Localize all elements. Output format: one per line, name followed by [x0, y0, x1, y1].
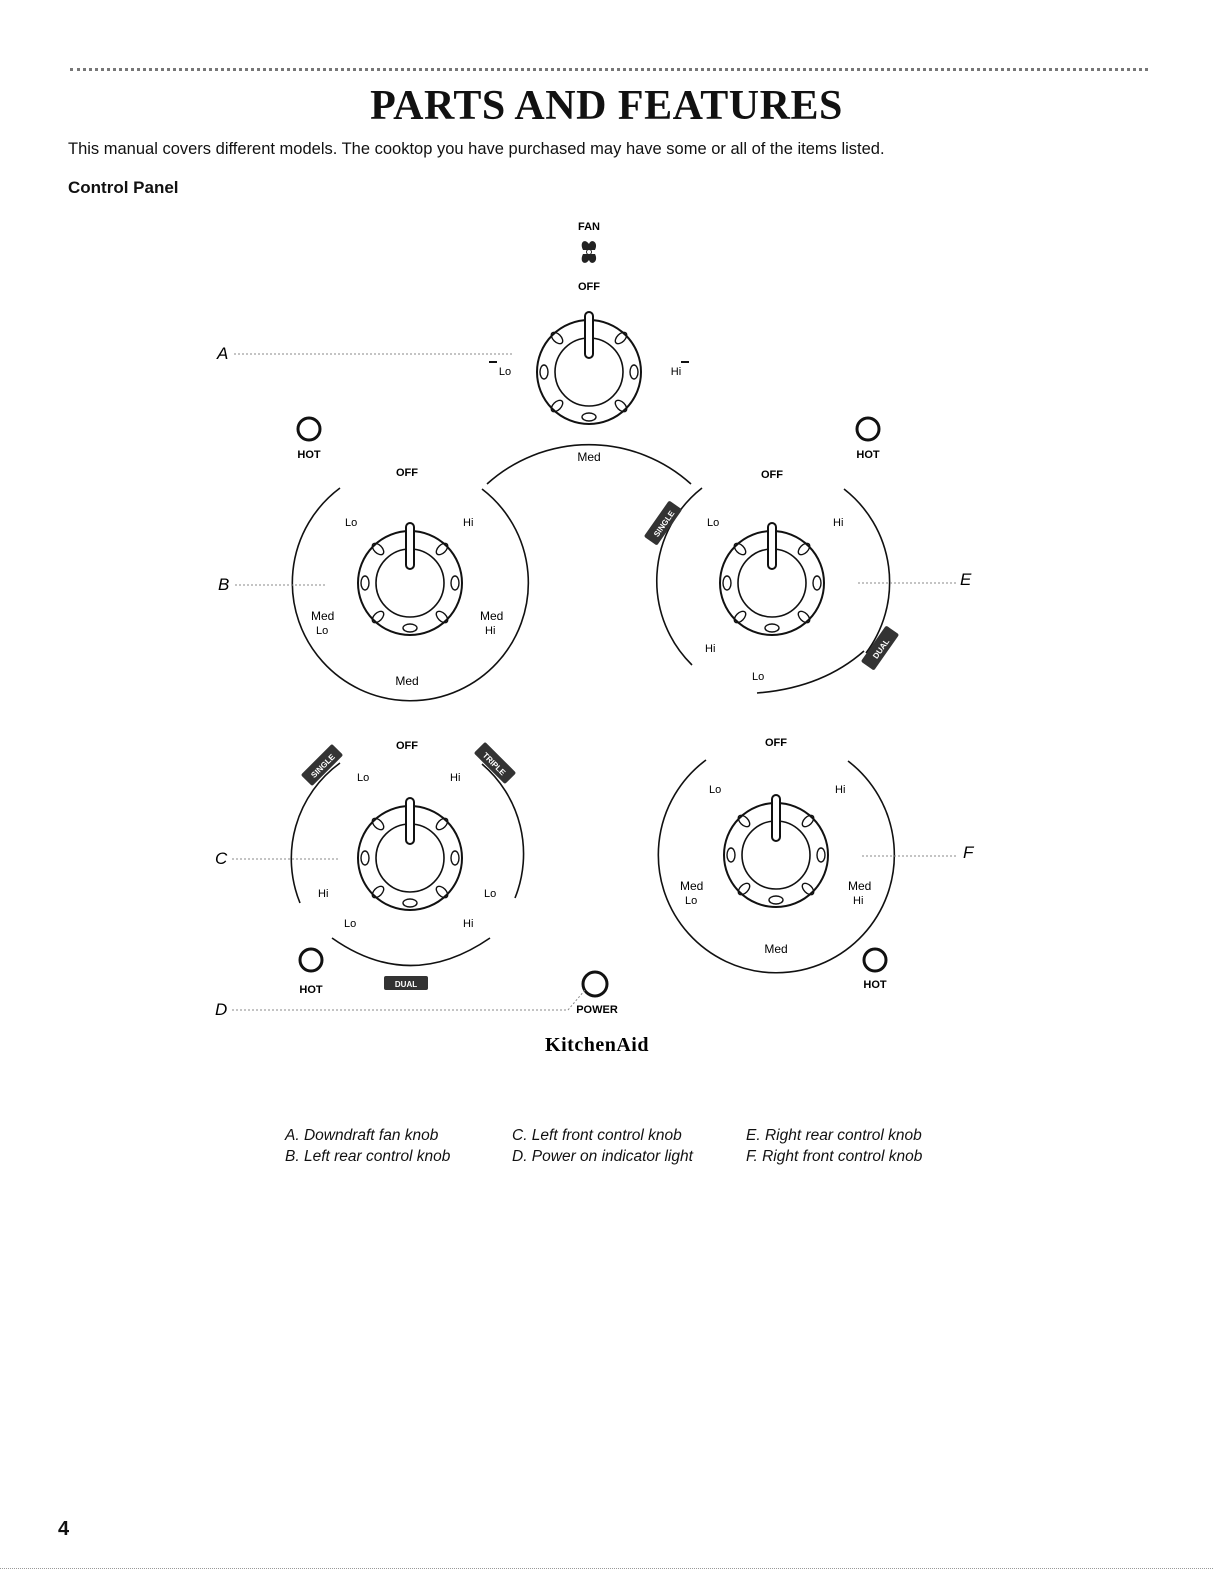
knob-b-lo-label: Lo: [345, 517, 357, 529]
knob-b-med-label: Med: [395, 674, 418, 688]
knob-a-lo-label: Lo: [499, 366, 511, 378]
knob-e-single-badge: SINGLE: [644, 501, 682, 545]
page-number: 4: [58, 1518, 70, 1540]
knob-f-lo-label: Lo: [709, 784, 721, 796]
knob-e-dual-badge: DUAL: [861, 626, 899, 670]
svg-text:HOT: HOT: [863, 979, 887, 991]
svg-text:DUAL: DUAL: [395, 980, 417, 989]
knob-a[interactable]: [486, 311, 692, 485]
knob-e-hi-label: Hi: [833, 517, 843, 529]
page-title: PARTS AND FEATURES: [370, 83, 843, 129]
knob-f-off-label: OFF: [765, 737, 787, 749]
fan-icon: [581, 241, 597, 263]
knob-f-med-label: Med: [764, 942, 787, 956]
knob-a-med-label: Med: [577, 450, 600, 464]
knob-f-medhi-label-2: Hi: [853, 895, 863, 907]
callout-f: F: [963, 843, 975, 862]
knob-e-left-hi-label: Hi: [705, 643, 715, 655]
svg-text:HOT: HOT: [297, 449, 321, 461]
legend-item: D. Power on indicator light: [512, 1148, 693, 1165]
top-dotted-rule: [70, 68, 1148, 71]
knob-e-lo-label: Lo: [707, 517, 719, 529]
legend-col-3: E. Right rear control knob F. Right fron…: [746, 1125, 922, 1167]
legend-col-2: C. Left front control knob D. Power on i…: [512, 1125, 693, 1167]
knob-b-medhi-label-1: Med: [480, 609, 503, 623]
knob-c-off-label: OFF: [396, 740, 418, 752]
knob-c-bottom-hi-label: Hi: [463, 918, 473, 930]
knob-f-hi-label: Hi: [835, 784, 845, 796]
knob-c-hi-label: Hi: [450, 772, 460, 784]
power-indicator-light: [581, 970, 609, 998]
fan-label: FAN: [578, 221, 600, 233]
knob-c-right-lo-label: Lo: [484, 888, 496, 900]
knob-c-left-hi-label: Hi: [318, 888, 328, 900]
callout-b: B: [218, 575, 229, 594]
callout-e: E: [960, 570, 972, 589]
hot-indicator-right-front: HOT: [862, 947, 888, 991]
legend-item: E. Right rear control knob: [746, 1127, 922, 1144]
hot-indicator-right-rear: HOT: [855, 416, 881, 461]
legend-col-1: A. Downdraft fan knob B. Left rear contr…: [285, 1125, 450, 1167]
intro-text: This manual covers different models. The…: [68, 140, 885, 158]
callout-c: C: [215, 849, 228, 868]
leader-d: [232, 989, 586, 1011]
knob-a-hi-label: Hi: [671, 366, 681, 378]
knob-c-bottom-lo-label: Lo: [344, 918, 356, 930]
knob-f[interactable]: [657, 759, 896, 974]
knob-e-off-label: OFF: [761, 469, 783, 481]
knob-b-hi-label: Hi: [463, 517, 473, 529]
brand-logo: KitchenAid: [545, 1034, 649, 1056]
callout-a: A: [216, 344, 228, 363]
knob-e-bottom-lo-label: Lo: [752, 671, 764, 683]
knob-b-medlo-label-1: Med: [311, 609, 334, 623]
knob-c-lo-label: Lo: [357, 772, 369, 784]
knob-c[interactable]: [290, 762, 525, 967]
knob-e[interactable]: [655, 487, 891, 694]
power-label: POWER: [576, 1004, 618, 1016]
knob-f-medhi-label-1: Med: [848, 879, 871, 893]
svg-text:HOT: HOT: [856, 449, 880, 461]
knob-b[interactable]: [291, 487, 530, 702]
knob-b-medlo-label-2: Lo: [316, 625, 328, 637]
legend-item: B. Left rear control knob: [285, 1148, 451, 1165]
bottom-dotted-rule: [0, 1568, 1213, 1569]
knob-b-medhi-label-2: Hi: [485, 625, 495, 637]
callout-d: D: [215, 1000, 227, 1019]
section-heading: Control Panel: [68, 178, 179, 197]
legend-item: A. Downdraft fan knob: [285, 1127, 439, 1144]
control-panel-diagram: FAN OFF Lo Hi Med A HOT HOT OFF Lo Hi Me…: [215, 221, 975, 1056]
legend-item: F. Right front control knob: [746, 1148, 923, 1165]
hot-indicator-left-front: HOT: [298, 947, 324, 996]
legend-item: C. Left front control knob: [512, 1127, 682, 1144]
knob-f-medlo-label-1: Med: [680, 879, 703, 893]
knob-b-off-label: OFF: [396, 467, 418, 479]
knob-a-off-label: OFF: [578, 281, 600, 293]
hot-indicator-left-rear: HOT: [296, 416, 322, 461]
knob-f-medlo-label-2: Lo: [685, 895, 697, 907]
knob-c-dual-badge: DUAL: [384, 976, 428, 990]
svg-text:HOT: HOT: [299, 984, 323, 996]
